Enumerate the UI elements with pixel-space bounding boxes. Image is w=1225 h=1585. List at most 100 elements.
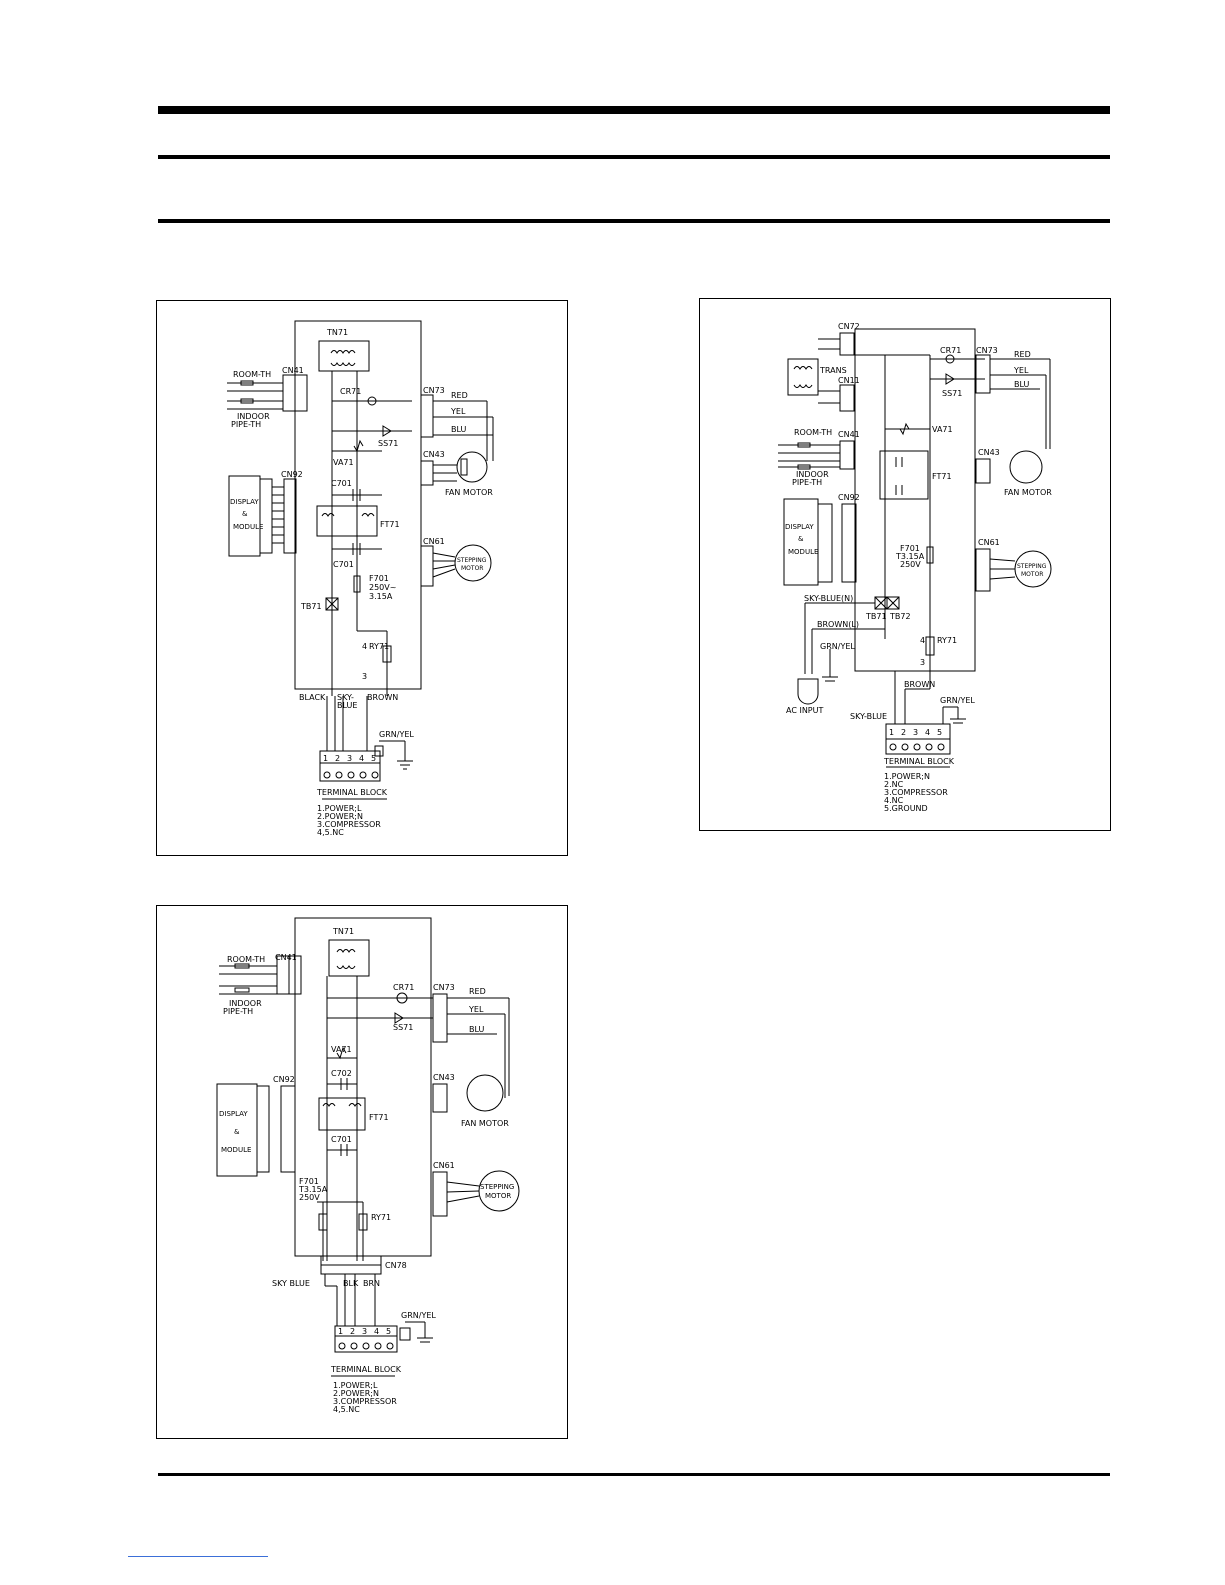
cn43-connector [420, 460, 434, 486]
cn43-connector [432, 1083, 448, 1113]
fan-motor [466, 1074, 504, 1112]
wire-yel-label: YEL [450, 407, 466, 416]
cn73-label: CN73 [976, 346, 998, 355]
display-label: DISPLAY [785, 523, 814, 531]
f701-rating-current: T3.15A [298, 1185, 328, 1194]
fan-motor-label: FAN MOTOR [461, 1119, 509, 1128]
wire-yel-label: YEL [1013, 366, 1029, 375]
f701-label: F701 [900, 544, 920, 553]
legend-line-1: 1.POWER;N [884, 772, 930, 781]
header-rule-lower [158, 219, 1110, 223]
cn73-label: CN73 [423, 386, 445, 395]
pipe-th-label: PIPE-TH [231, 420, 261, 429]
header-rule-middle [158, 155, 1110, 159]
va71-varistor [336, 1046, 347, 1060]
footer-link-underline [128, 1556, 268, 1557]
wire-brown-l-label: BROWN(L) [817, 620, 859, 629]
indoor-pipe-th-sensor [234, 987, 250, 993]
cr71-relay-coil [945, 354, 955, 364]
cr71-label: CR71 [340, 387, 361, 396]
cn78-label: CN78 [385, 1261, 407, 1270]
ss71-label: SS71 [378, 439, 398, 448]
cn41-label: CN41 [275, 953, 297, 962]
stepping-motor [454, 544, 492, 582]
indoor-label: INDOOR [796, 470, 829, 479]
stepping-label: STEPPING [480, 1183, 514, 1191]
ry71-relay [382, 645, 392, 663]
ss71-label: SS71 [942, 389, 962, 398]
legend-line-1: 1.POWER;L [333, 1381, 378, 1390]
cn92-label: CN92 [273, 1075, 295, 1084]
tb72-terminal [886, 596, 900, 610]
tb-num-1: 1 [889, 728, 894, 737]
legend-line-3: 3.COMPRESSOR [317, 820, 381, 829]
ss71-triac [945, 373, 955, 385]
ss71-triac [382, 425, 392, 437]
ry71-relay [358, 1213, 368, 1231]
cn61-label: CN61 [978, 538, 1000, 547]
c701-bottom-label: C701 [333, 560, 354, 569]
wire-red-label: RED [1014, 350, 1031, 359]
f701-label: F701 [369, 574, 389, 583]
indoor-label: INDOOR [237, 412, 270, 421]
room-th-sensor [240, 380, 254, 386]
cn61-connector [975, 548, 991, 592]
indoor-pipe-th-sensor [240, 398, 254, 404]
wire-blu-label: BLU [469, 1025, 485, 1034]
ss71-label: SS71 [393, 1023, 413, 1032]
legend-line-2: 2.POWER;N [317, 812, 363, 821]
indoor-label: INDOOR [229, 999, 262, 1008]
cn92-connector [259, 478, 273, 554]
ampersand-label: & [234, 1128, 240, 1136]
cr71-relay-coil [367, 396, 377, 406]
cn43-label: CN43 [423, 450, 445, 459]
ft71-filter [318, 1097, 366, 1131]
cn43-label: CN43 [978, 448, 1000, 457]
room-th-label: ROOM-TH [233, 370, 271, 379]
wire-grn-yel-label: GRN/YEL [379, 730, 414, 739]
va71-varistor [353, 439, 364, 453]
terminal-block-title: TERMINAL BLOCK [316, 788, 388, 797]
display-module-box [783, 498, 819, 586]
cn41-connector [282, 374, 296, 412]
wire-blk-label: BLK [343, 1279, 359, 1288]
fan-motor-label: FAN MOTOR [1004, 488, 1052, 497]
cn72-connector [839, 332, 855, 356]
trans-transformer [787, 358, 819, 396]
wire-brown-label: BROWN [367, 693, 398, 702]
motor-label: MOTOR [485, 1192, 511, 1200]
pipe-th-label: PIPE-TH [792, 478, 822, 487]
tb71-label: TB71 [865, 612, 887, 621]
cn92-connector [256, 1085, 270, 1173]
tb-num-1: 1 [338, 1327, 343, 1336]
cn73-connector [432, 993, 448, 1043]
fan-motor-label: FAN MOTOR [445, 488, 493, 497]
legend-line-3: 3.COMPRESSOR [333, 1397, 397, 1406]
display-label: DISPLAY [230, 498, 259, 506]
tb-num-3: 3 [362, 1327, 367, 1336]
cr71-label: CR71 [940, 346, 961, 355]
wire-sky-label: SKY- [337, 693, 354, 702]
cn11-connector [839, 384, 855, 412]
cn61-connector [420, 545, 434, 587]
legend-line-4: 4,5.NC [317, 828, 344, 837]
f701-rating-current: T3.15A [895, 552, 925, 561]
ss71-triac [394, 1012, 404, 1024]
cn61-label: CN61 [423, 537, 445, 546]
tb-num-5: 5 [386, 1327, 391, 1336]
wire-red-label: RED [469, 987, 486, 996]
tb-num-2: 2 [901, 728, 906, 737]
terminal-block [319, 750, 381, 782]
pcb-board [854, 328, 976, 672]
cn41-label: CN41 [282, 366, 304, 375]
tb-num-5: 5 [371, 754, 376, 763]
tb-num-4: 4 [374, 1327, 379, 1336]
module-label: MODULE [788, 548, 818, 556]
wiring-diagram-a: TN71 CR71 SS71 VA71 C701 FT71 C701 F701 … [156, 300, 568, 856]
ampersand-label: & [798, 535, 804, 543]
terminal-block-title: TERMINAL BLOCK [330, 1365, 402, 1374]
cn61-connector [432, 1171, 448, 1217]
wire-black-label: BLACK [299, 693, 326, 702]
wiring-diagram-b: CN72 TRANS CN11 CR71 SS71 VA71 FT71 F701… [699, 298, 1111, 831]
legend-line-3: 3.COMPRESSOR [884, 788, 948, 797]
